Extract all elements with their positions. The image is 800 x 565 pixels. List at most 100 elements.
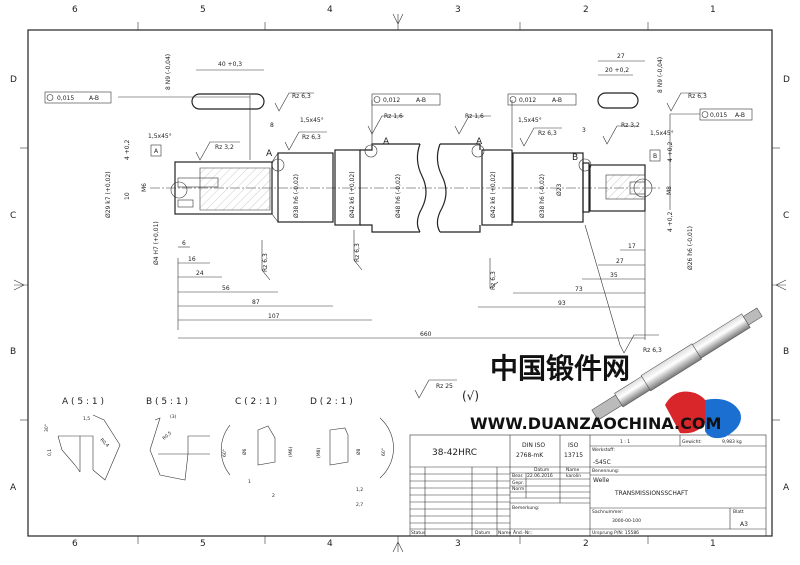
dim-24: 24: [196, 270, 204, 277]
col-label: 4: [327, 5, 333, 15]
dim-key-right-total: 27: [617, 53, 625, 60]
status-label: Status: [411, 530, 426, 536]
title-block-texts: 38-42HRC DIN ISO 2768-mK ISO 13715 1 : 1…: [411, 439, 748, 536]
roughness-label: Rz 6,3: [538, 130, 557, 137]
weight-label: Gewicht:: [682, 439, 702, 445]
row-gepr: Gepr.: [512, 480, 524, 486]
detail-label: 2: [272, 493, 275, 499]
concentricity-icon: [373, 96, 381, 103]
detail-label: 2,7: [356, 502, 363, 508]
detail-a-title: A ( 5 : 1 ): [62, 397, 104, 407]
dim-93: 93: [558, 300, 566, 307]
tolerance-frame: 0,012 A-B: [371, 93, 441, 106]
material-label: Werkstoff:: [592, 447, 615, 453]
keyway-right: [597, 92, 639, 109]
edge-num: 13715: [564, 452, 583, 459]
general-roughness: Rz 25: [436, 383, 453, 390]
dim-8: 8: [270, 122, 274, 129]
tolerance-value: 0,012: [519, 97, 536, 104]
dim-4-left: 4 +0,2: [124, 140, 131, 160]
col-label: 2: [583, 539, 589, 549]
isometric-shaft-view: [591, 307, 763, 421]
tolerance-datum: A-B: [416, 97, 426, 104]
remarks-label: Bemerkung:: [512, 505, 539, 511]
frame-column-labels-top: 6 5 4 3 2 1: [72, 5, 716, 15]
dim-key-left-width: 8 N9 (-0,04): [165, 54, 172, 90]
roughness-icon: [414, 379, 457, 399]
dim-16: 16: [188, 256, 196, 263]
dim-10: 10: [124, 192, 131, 200]
detail-label: 30°: [44, 424, 50, 432]
detail-label: 1,2: [356, 487, 363, 493]
dim-chamfer: 1,5x45°: [300, 117, 324, 124]
roughness-label: Rz 6,3: [292, 93, 311, 100]
detail-label: Ø6: [241, 448, 248, 455]
tolerance-datum: A-B: [735, 112, 745, 119]
dim-d38-left: Ø38 h6 (-0,02): [293, 174, 300, 218]
desc-label: Benennung:: [592, 468, 619, 474]
roughness-label: Rz 6,3: [643, 347, 662, 354]
datum-a: A: [383, 137, 390, 147]
col-label: 6: [72, 5, 78, 15]
tolerance-class: 2768-mK: [516, 452, 544, 459]
row-label: A: [783, 483, 790, 493]
sheet-format: A3: [740, 521, 748, 528]
dim-m6: M6: [141, 183, 148, 192]
frame-tick-marks: [13, 13, 787, 553]
keyway-left: [191, 93, 265, 110]
col-label: 1: [710, 539, 716, 549]
dim-d42-left: Ø42 k6 (+0,02): [349, 171, 356, 218]
col-label: 4: [327, 539, 333, 549]
dim-d48: Ø48 h6 (-0,02): [395, 174, 402, 218]
dim-key-right-length: 20 +0,2: [605, 67, 629, 74]
concentricity-icon: [46, 94, 54, 101]
logo-red-mark-icon: [665, 391, 709, 434]
col-label: 3: [455, 539, 461, 549]
tolerance-value: 0,015: [57, 95, 74, 102]
row-norm: Norm: [512, 486, 524, 492]
material: -S45C: [593, 459, 611, 466]
tolerance-value: 0,012: [383, 97, 400, 104]
part-number: 3000-00-100: [612, 518, 641, 524]
scale: 1 : 1: [620, 439, 630, 445]
change-label: Änd.-Nr.:: [513, 529, 533, 536]
datum-b: B: [572, 153, 578, 163]
datum-a: A: [266, 149, 273, 159]
logo-blue-gear-icon: [705, 398, 741, 439]
tolerance-frame: 0,015 A-B: [699, 108, 753, 121]
col-label: 5: [200, 539, 206, 549]
origin-label: Ursprung P/N: 15586: [592, 530, 639, 536]
dim-d29: Ø29 k7 (+0,02): [105, 171, 112, 218]
name-footer: Name: [498, 530, 512, 536]
roughness-label: Rz 6,3: [302, 134, 321, 141]
datum-labels: A B A A A B: [150, 137, 661, 163]
roughness-label: Rz 6,3: [262, 253, 269, 272]
watermark-logo: 中国锻件网 WWW.DUANZAOCHINA.COM: [470, 352, 741, 439]
frame-column-labels-bottom: 6 5 4 3 2 1: [72, 539, 716, 549]
general-check: (√): [462, 389, 479, 403]
col-label: 5: [200, 5, 206, 15]
watermark-chinese: 中国锻件网: [490, 352, 630, 385]
dim-d4: Ø4 H7 (+0,01): [153, 221, 160, 265]
dim-4-right-bottom: 4 +0,2: [667, 212, 674, 232]
general-surface-finish: Rz 25 (√): [414, 379, 479, 403]
datum-a: A: [476, 137, 483, 147]
watermark-url: WWW.DUANZAOCHINA.COM: [470, 414, 721, 433]
dim-chamfer: 1,5x45°: [650, 130, 674, 137]
detail-label: 1,5: [83, 416, 90, 422]
detail-c-title: C ( 2 : 1 ): [235, 397, 277, 407]
detail-b-title: B ( 5 : 1 ): [146, 397, 188, 407]
dim-6: 6: [182, 240, 186, 247]
row-label: D: [10, 75, 17, 85]
dim-chamfer: 1,5x45°: [518, 117, 542, 124]
drawn-by: karolin: [566, 473, 581, 479]
row-label: C: [783, 211, 789, 221]
col-label: 2: [583, 5, 589, 15]
dim-key-right-width: 8 N9 (-0,04): [657, 57, 664, 93]
part-desc: TRANSMISSIONSSCHAFT: [614, 490, 688, 497]
col-label: 6: [72, 539, 78, 549]
row-label: D: [783, 75, 790, 85]
dim-56: 56: [222, 285, 230, 292]
detail-label: 0,1: [47, 449, 53, 456]
detail-label: Ø8: [355, 448, 362, 455]
